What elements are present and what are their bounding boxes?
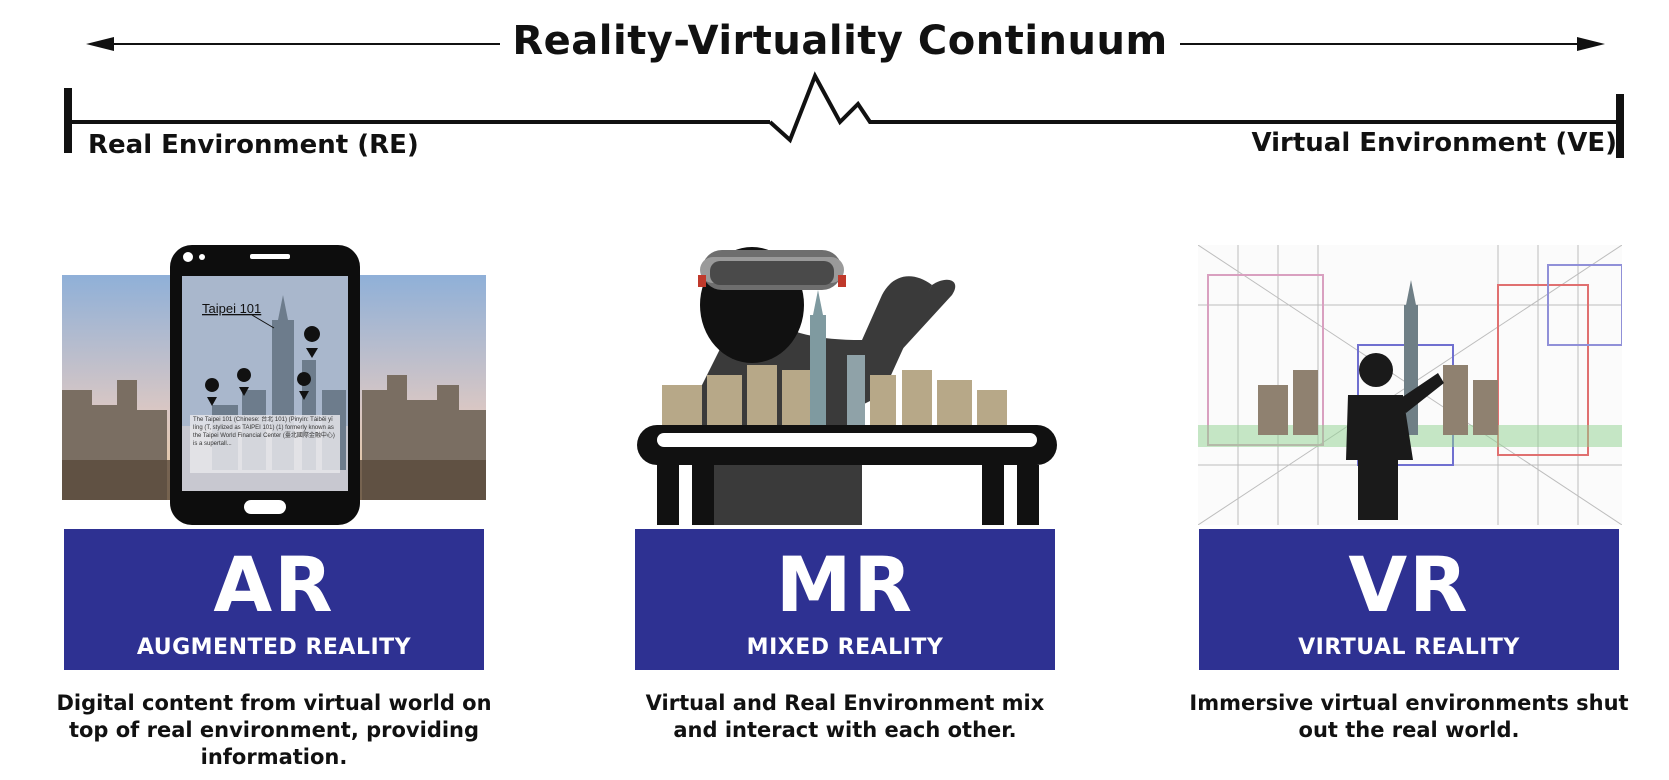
location-pin-icon <box>304 326 321 358</box>
ar-illustration: Taipei 101 The Taipei 101 (Chinese: 台北 1… <box>62 245 486 525</box>
phone-caption: The Taipei 101 (Chinese: 台北 101) (Pinyin… <box>193 417 335 447</box>
ar-banner: AR AUGMENTED REALITY <box>64 529 484 670</box>
mr-illustration <box>637 247 1057 525</box>
location-pin-icon <box>237 368 252 396</box>
vr-description: Immersive virtual environments shut out … <box>1189 691 1629 742</box>
virtual-environment-label: Virtual Environment (VE) <box>1251 128 1617 158</box>
ar-full-name: AUGMENTED REALITY <box>136 635 412 660</box>
vr-abbreviation: VR <box>1348 540 1470 629</box>
mr-banner: MR MIXED REALITY <box>635 529 1055 670</box>
location-pin-icon <box>205 378 220 406</box>
vr-full-name: VIRTUAL REALITY <box>1298 635 1520 660</box>
person-icon <box>1346 353 1444 520</box>
vr-banner: VR VIRTUAL REALITY <box>1199 529 1619 670</box>
ar-abbreviation: AR <box>213 540 335 629</box>
mr-full-name: MIXED REALITY <box>746 635 944 660</box>
vr-illustration <box>1198 245 1622 525</box>
page-title: Reality-Virtuality Continuum <box>500 18 1180 64</box>
real-environment-label: Real Environment (RE) <box>88 130 419 160</box>
ar-description: Digital content from virtual world on to… <box>56 691 492 769</box>
mr-abbreviation: MR <box>775 540 915 629</box>
phone-poi-label: Taipei 101 <box>202 301 261 316</box>
mr-description: Virtual and Real Environment mix and int… <box>645 691 1045 742</box>
location-pin-icon <box>297 372 312 400</box>
